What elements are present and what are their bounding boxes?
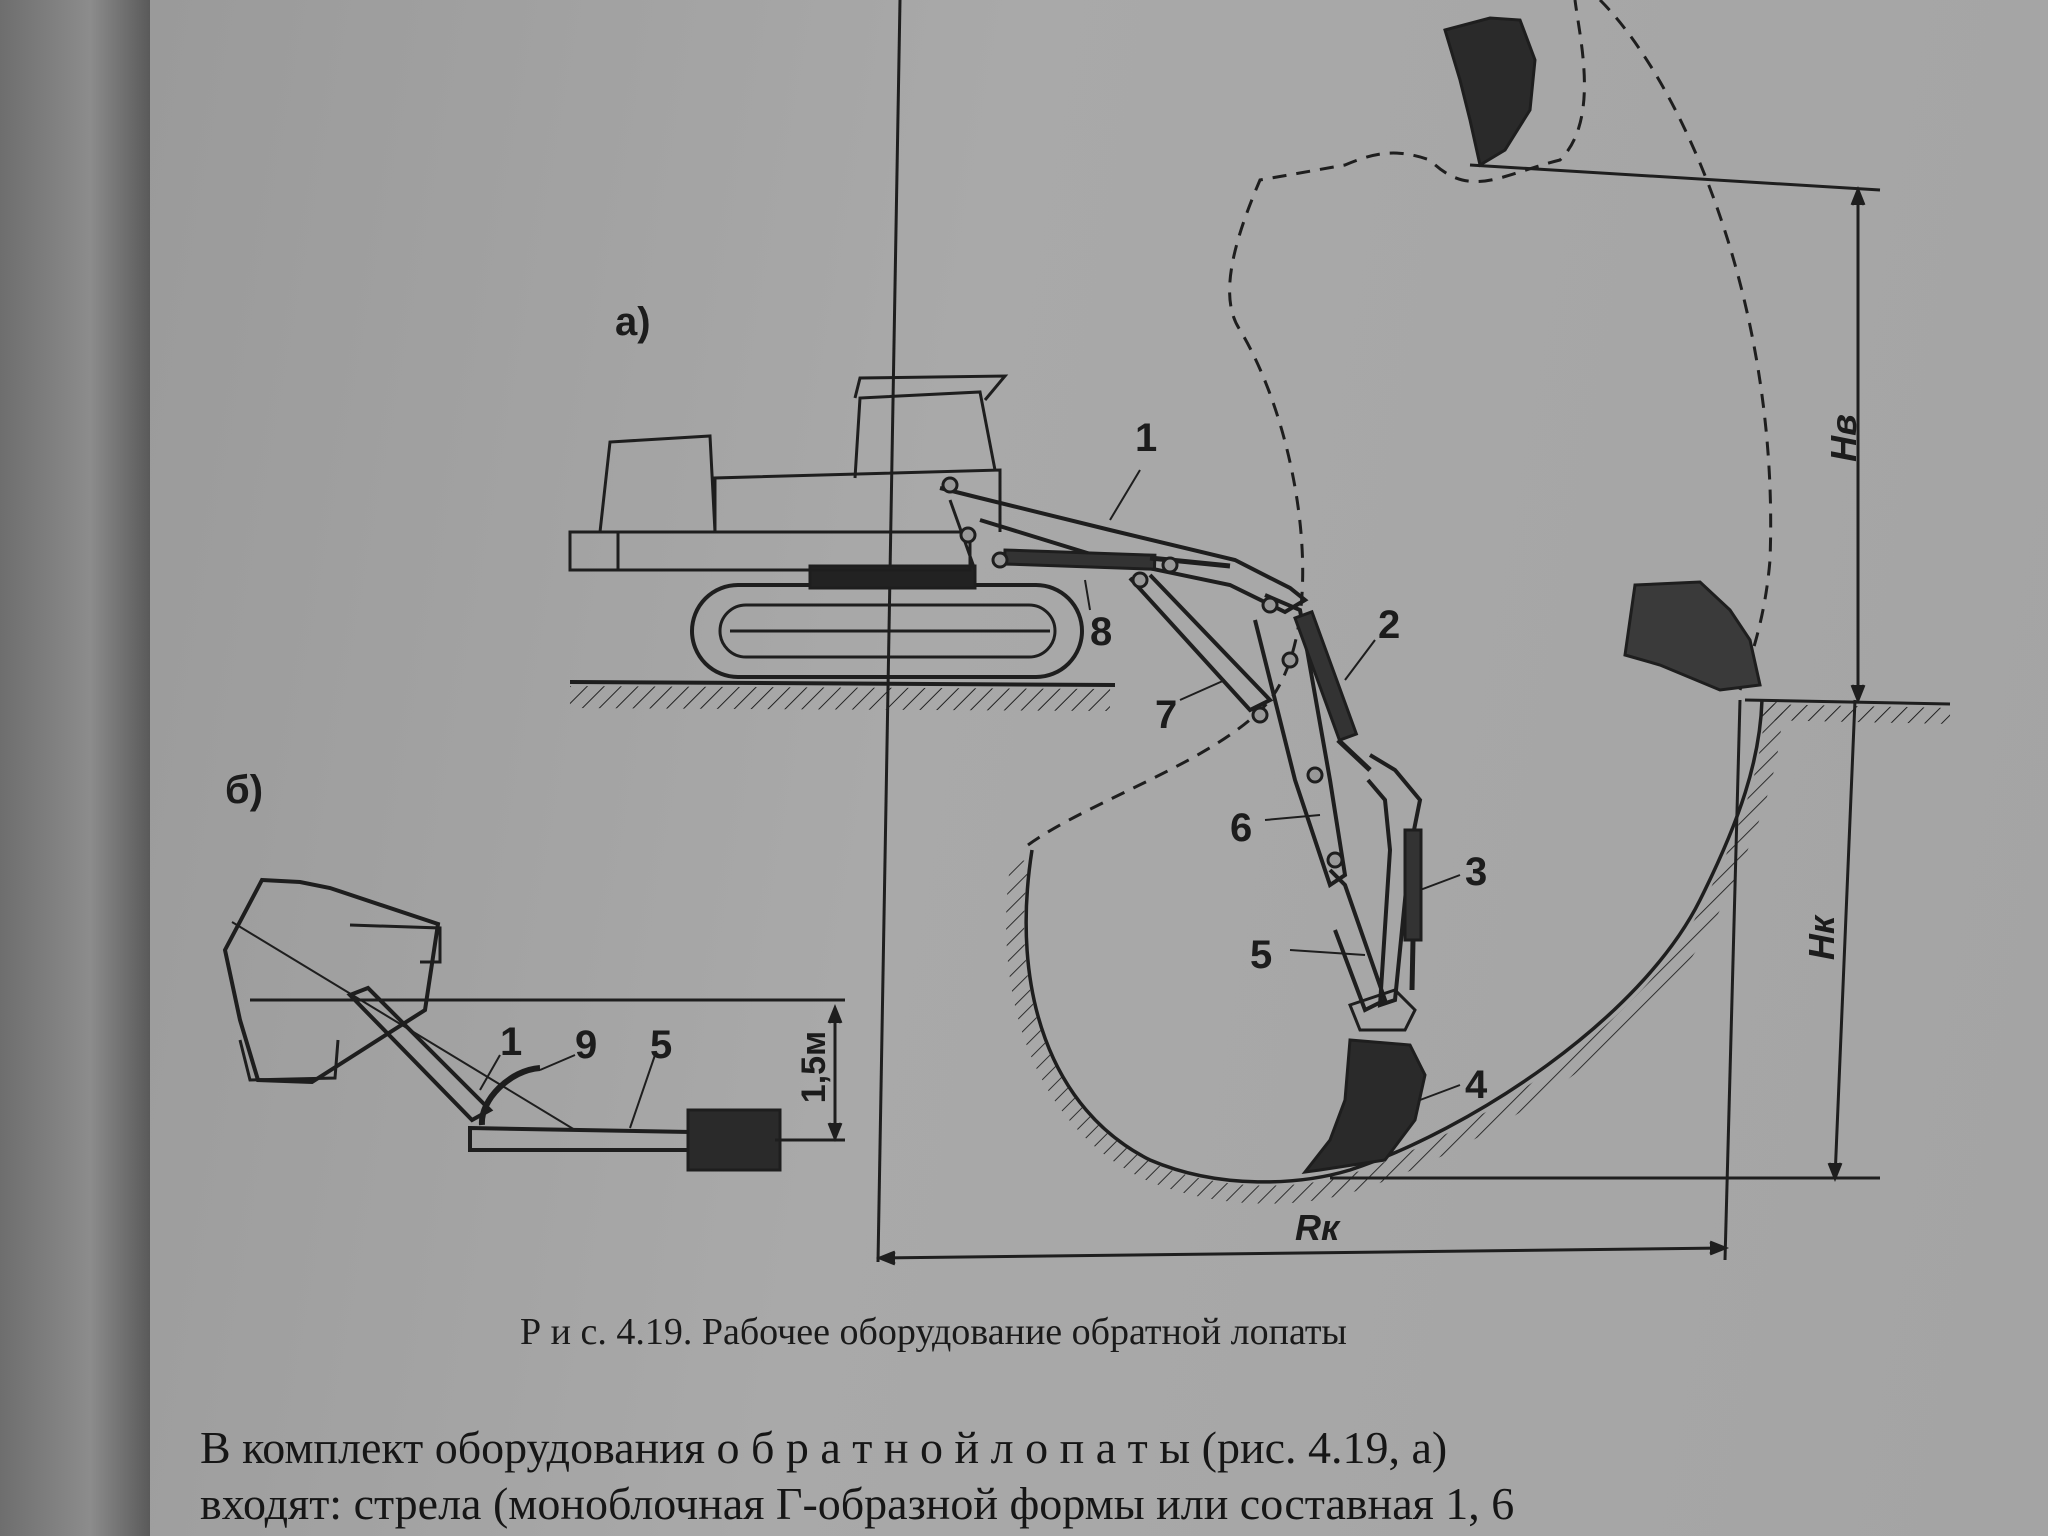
cab-roof: [853, 374, 1009, 401]
facing-page-edge: [0, 0, 150, 1536]
outer-envelope-dashed: [1598, 0, 1773, 691]
panel-a-label: а): [615, 300, 651, 344]
boom-6: [1253, 593, 1348, 889]
body-paragraph: В комплект оборудования о б р а т н о й …: [200, 1420, 1980, 1532]
dim-hk-line: [1833, 699, 1857, 1179]
body-line-2: входят: стрела (моноблочная Г-образной ф…: [200, 1478, 1515, 1529]
digging-envelope-dashed: [1027, 0, 1586, 847]
label-5: 5: [1250, 933, 1273, 977]
panel-b-boom-1: [346, 985, 494, 1123]
cylinder-3: [1403, 828, 1423, 942]
bucket-linkage: [1348, 988, 1417, 1032]
pit-profile: [1024, 699, 1764, 1184]
dim-hv-label: Hв: [1822, 414, 1864, 462]
pit-hatch: [1006, 701, 1783, 1204]
engine-housing: [598, 434, 717, 533]
ground-right: [1744, 698, 1951, 706]
label-3: 3: [1465, 850, 1488, 894]
figure-caption: Р и с. 4.19. Рабочее оборудование обратн…: [520, 1311, 1347, 1353]
panel-b-machine: [222, 877, 441, 1085]
label-6: 6: [1230, 806, 1253, 850]
surface-bucket: [1623, 580, 1762, 692]
label-8: 8: [1090, 610, 1113, 654]
dim-depth-label: 1,5м: [795, 1030, 834, 1104]
stick-5: [1328, 753, 1423, 1013]
panel-b-pipe-9: [478, 1065, 541, 1126]
panel-b-label: б): [225, 768, 264, 812]
body-line-1: В комплект оборудования о б р а т н о й …: [200, 1422, 1448, 1473]
label-4: 4: [1465, 1063, 1488, 1107]
label-b-5: 5: [650, 1023, 673, 1067]
label-2: 2: [1378, 603, 1401, 647]
label-b-1: 1: [500, 1020, 523, 1064]
top-bucket: [1443, 16, 1537, 168]
ground-left-hatch: [569, 686, 1111, 711]
boom-1: [939, 486, 1309, 615]
bucket-4: [1301, 1038, 1427, 1174]
panel-b-stick-5: [468, 1125, 692, 1152]
dim-hk-label: Hк: [1801, 915, 1843, 961]
ground-left: [569, 680, 1116, 687]
dim-rk-label: Rк: [1295, 1207, 1340, 1248]
cab: [853, 390, 997, 479]
link-7: [1128, 573, 1274, 713]
panel-b-bucket: [686, 1108, 782, 1172]
label-7: 7: [1155, 693, 1178, 737]
crawler-inner: [718, 603, 1057, 659]
cylinder-2: [1293, 609, 1359, 743]
counterweight-beam: [568, 530, 972, 572]
cylinder-8: [1002, 548, 1157, 571]
label-1: 1: [1135, 416, 1158, 460]
dim-rk-line: [879, 1246, 1726, 1260]
counterweight: [568, 530, 620, 572]
label-b-9: 9: [575, 1023, 598, 1067]
